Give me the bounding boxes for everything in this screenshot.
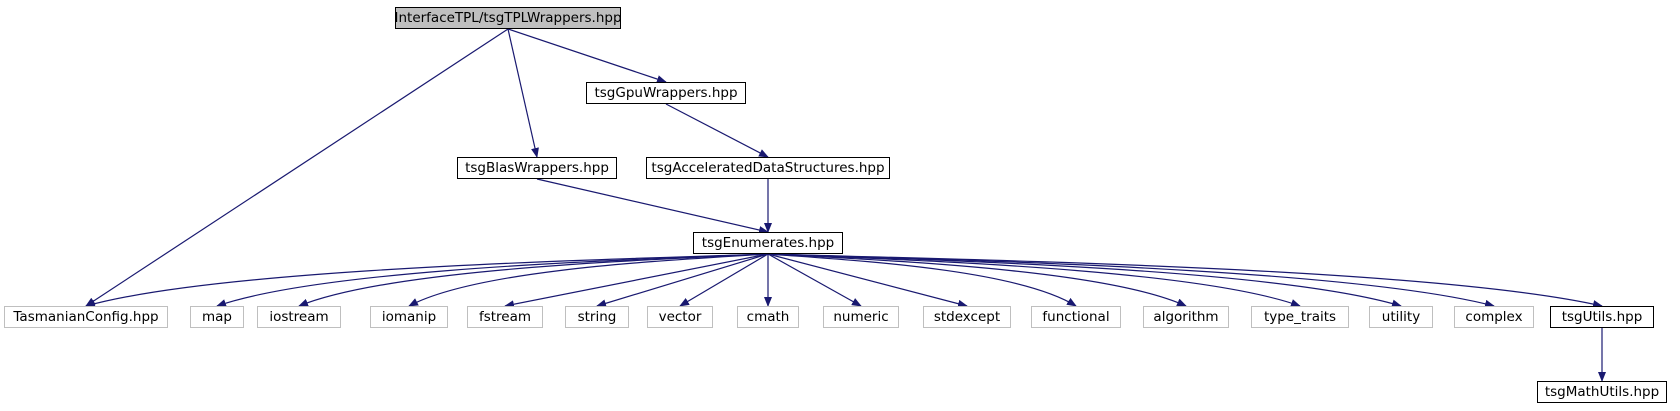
edge-enum-to-utils [767, 253, 1603, 308]
edge-enum-to-stdexcept [767, 253, 968, 308]
node-vector: vector [647, 306, 713, 328]
edge-enum-to-string [596, 253, 769, 308]
edge-gpu-to-accel [665, 103, 769, 158]
edge-enum-to-fstream [504, 253, 769, 309]
node-cmath: cmath [737, 306, 799, 328]
node-tsgblaswrappers[interactable]: tsgBlasWrappers.hpp [457, 157, 617, 179]
edge-tpl-to-blas [507, 28, 539, 158]
node-fstream: fstream [467, 306, 543, 328]
node-tsgmathutils[interactable]: tsgMathUtils.hpp [1537, 381, 1667, 403]
edge-tpl-to-config [85, 28, 509, 307]
edge-enum-to-map [216, 253, 769, 307]
node-tasmanianconfig: TasmanianConfig.hpp [4, 306, 168, 328]
node-utility: utility [1369, 306, 1433, 328]
edge-enum-to-iomanip [408, 253, 769, 307]
node-algorithm: algorithm [1143, 306, 1229, 328]
node-tsgenumerates[interactable]: tsgEnumerates.hpp [693, 232, 843, 254]
edge-enum-to-complex [767, 253, 1495, 308]
node-map: map [190, 306, 244, 328]
edge-enum-to-vector [679, 253, 769, 307]
node-iostream: iostream [257, 306, 341, 328]
node-tsgutils[interactable]: tsgUtils.hpp [1550, 306, 1654, 328]
edge-enum-to-iostream [298, 253, 769, 307]
edge-enum-to-numeric [767, 253, 862, 307]
node-string: string [565, 306, 629, 328]
node-tsggpuwrappers[interactable]: tsgGpuWrappers.hpp [586, 82, 746, 104]
node-iomanip: iomanip [370, 306, 448, 328]
edge-enum-to-config [85, 253, 769, 308]
node-numeric: numeric [823, 306, 899, 328]
node-complex: complex [1454, 306, 1534, 328]
node-tsgtplwrappers-root: InterfaceTPL/tsgTPLWrappers.hpp [394, 7, 622, 29]
node-tsgaccelerateddatastructures[interactable]: tsgAcceleratedDataStructures.hpp [646, 157, 890, 179]
edge-tpl-to-gpu [507, 28, 667, 83]
node-functional: functional [1031, 306, 1121, 328]
edge-enum-to-functional [767, 253, 1077, 307]
edge-blas-to-enum [536, 178, 769, 234]
node-stdexcept: stdexcept [923, 306, 1011, 328]
node-type-traits: type_traits [1251, 306, 1349, 328]
